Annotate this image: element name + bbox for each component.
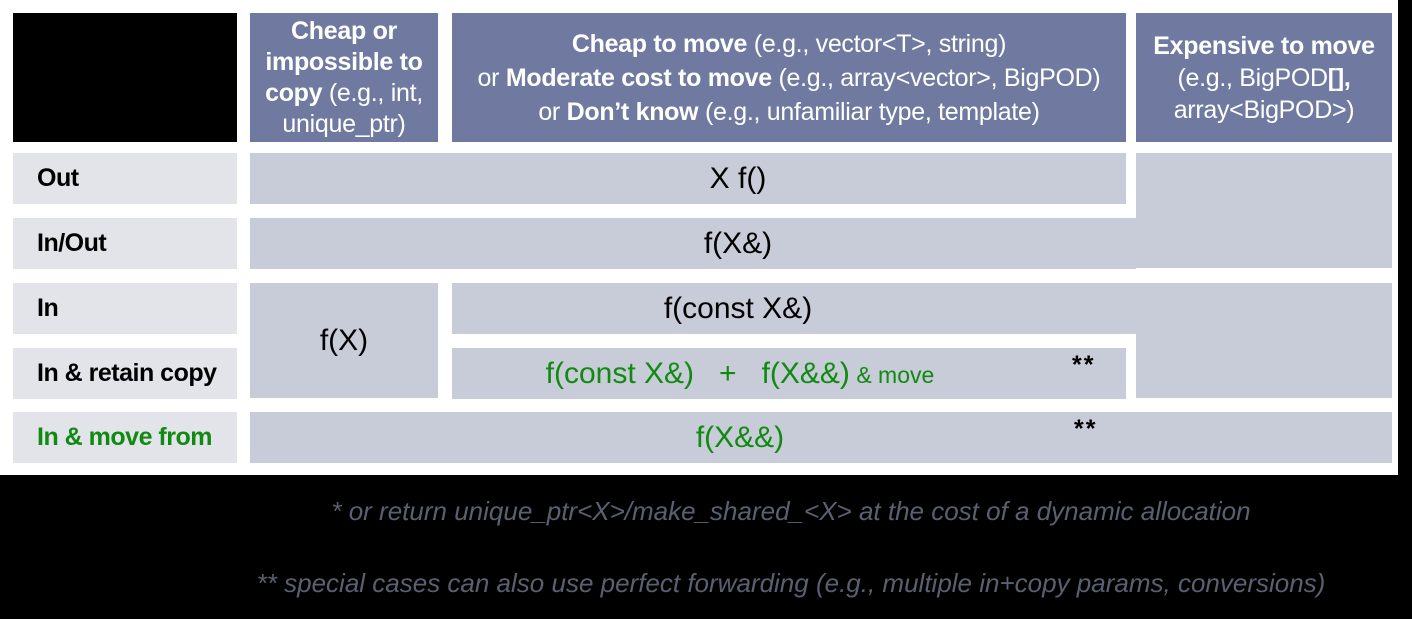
row-label-inout: In/Out — [13, 218, 237, 269]
footnote-perfect-forwarding: ** special cases can also use perfect fo… — [256, 568, 1326, 598]
footnote-dynamic-allocation: * or return unique_ptr<X>/make_shared_<X… — [331, 496, 1251, 526]
cell-retain: f(const X&) + f(X&&) & move — [452, 348, 1126, 399]
cell-out: X f() — [250, 153, 1126, 204]
cell-expensive-in-retain — [1136, 283, 1392, 398]
column-header-cheap-copy: Cheap or impossible to copy (e.g., int, … — [250, 13, 438, 142]
movefrom-footnote-mark: ** — [1074, 415, 1098, 443]
right-black-bar — [1398, 0, 1412, 619]
cell-in: f(const X&) — [452, 283, 1136, 334]
cell-expensive-out-inout — [1136, 153, 1392, 268]
row-label-movefrom: In & move from — [13, 412, 237, 463]
cell-fx: f(X) — [250, 283, 438, 398]
row-label-out: Out — [13, 153, 237, 204]
cell-inout: f(X&) — [250, 218, 1136, 269]
retain-footnote-mark: ** — [1072, 351, 1096, 379]
column-header-expensive-move: Expensive to move(e.g., BigPOD[],array<B… — [1136, 13, 1392, 142]
footnotes-panel: * or return unique_ptr<X>/make_shared_<X… — [0, 475, 1412, 619]
row-label-in: In — [13, 283, 237, 334]
column-header-cheap-move: Cheap to move (e.g., vector<T>, string)o… — [452, 13, 1126, 142]
row-label-retain: In & retain copy — [13, 348, 237, 399]
cell-movefrom: f(X&&) — [250, 412, 1392, 463]
corner-block — [13, 13, 237, 142]
